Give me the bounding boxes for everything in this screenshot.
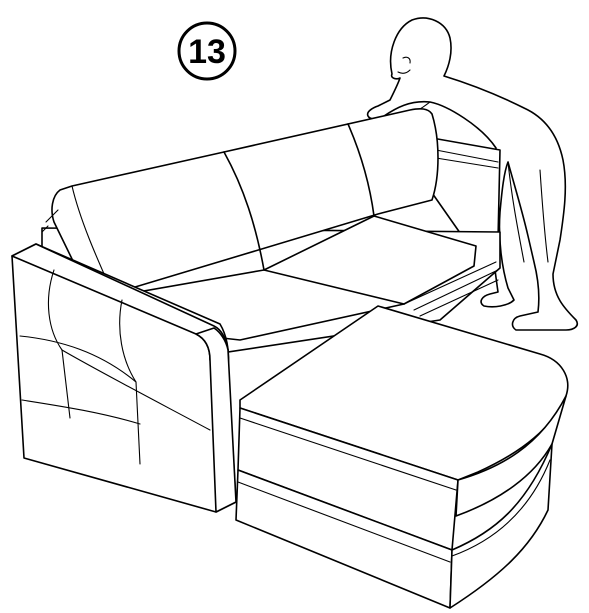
back-cushion-seam-2 xyxy=(347,123,375,217)
corner-sofa xyxy=(11,108,569,609)
armrest-front-edge xyxy=(195,327,237,513)
seat-cushion-seam-1 xyxy=(263,269,405,305)
back-cushions xyxy=(51,108,439,301)
step-badge: 13 xyxy=(177,21,237,81)
back-cushion-seam-1 xyxy=(223,151,265,271)
chaise-side xyxy=(455,395,567,517)
step-number: 13 xyxy=(188,33,226,71)
chaise-base-side xyxy=(449,443,553,609)
